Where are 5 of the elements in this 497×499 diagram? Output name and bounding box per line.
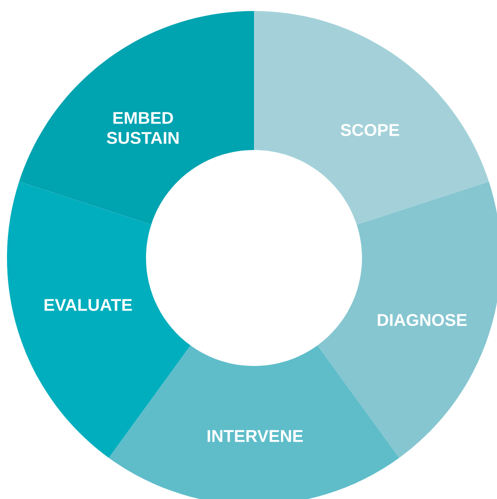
- donut-segment: DIAGNOSE: [317, 182, 497, 458]
- donut-segment: EVALUATE: [6, 182, 191, 458]
- donut-segment: INTERVENE: [108, 345, 400, 499]
- donut-segment: SCOPE: [254, 11, 489, 225]
- donut-segment: EMBED SUSTAIN: [19, 11, 254, 225]
